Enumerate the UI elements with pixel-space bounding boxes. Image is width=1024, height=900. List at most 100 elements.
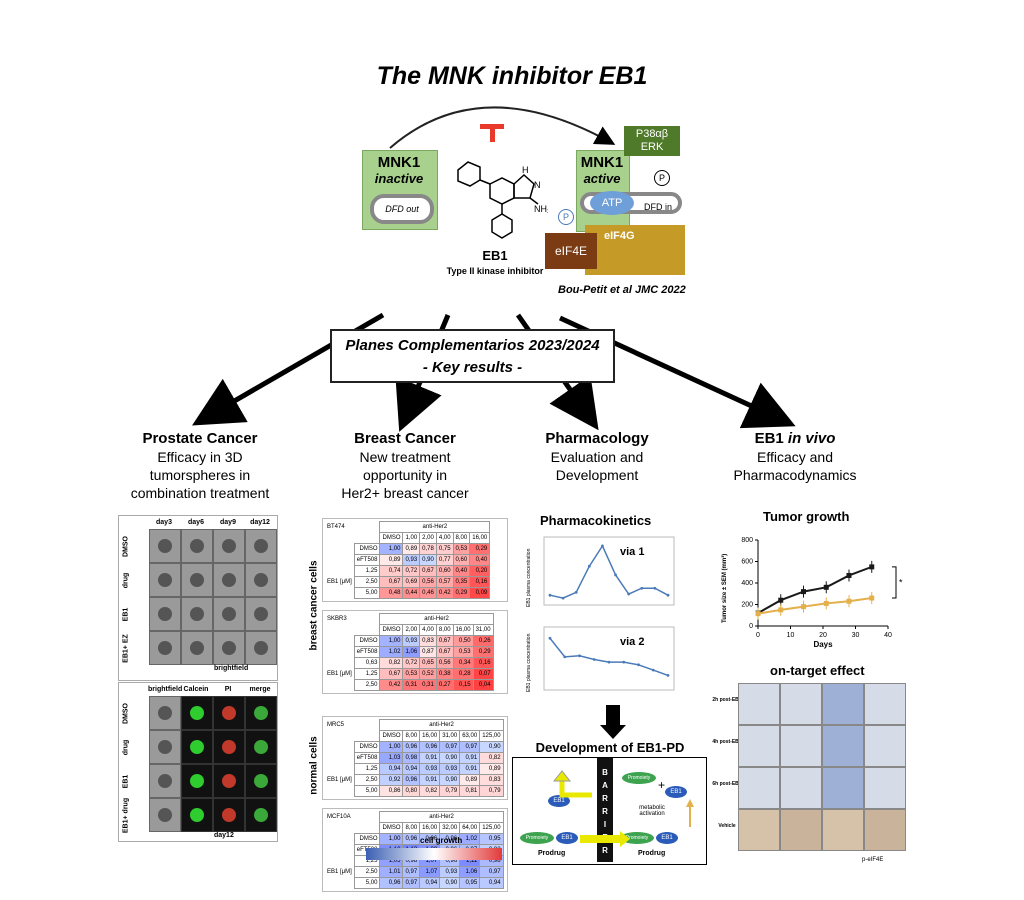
col-header: 8,00 bbox=[452, 532, 471, 544]
sig-bracket bbox=[892, 566, 897, 599]
tg-title: Tumor growth bbox=[763, 509, 850, 524]
barrier-letter: R bbox=[602, 846, 608, 855]
heatmap-cell: 0,91 bbox=[459, 752, 481, 764]
heatmap-cell: 0,81 bbox=[459, 785, 481, 797]
heatmap-cell: 0,93 bbox=[419, 763, 441, 775]
micrograph-cell bbox=[245, 597, 277, 631]
heatmap-cell: 0,90 bbox=[439, 752, 461, 764]
cell-growth-label: cell growth bbox=[420, 836, 463, 845]
ylabel bbox=[325, 856, 354, 867]
heatmap-cell: 0,78 bbox=[419, 543, 437, 555]
heatmap-cell: 0,67 bbox=[435, 635, 454, 647]
spheroid bbox=[158, 573, 172, 587]
row-label: 5,00 bbox=[353, 785, 381, 797]
row-label: DMSO bbox=[353, 741, 381, 753]
phospho-icon-top: P bbox=[654, 170, 670, 186]
micrograph-cell bbox=[213, 631, 245, 665]
pk-point bbox=[578, 654, 581, 658]
promoiety-left-oval: Promoiety bbox=[520, 832, 554, 844]
erk-label: ERK bbox=[640, 141, 664, 153]
heatmap-cell: 0,67 bbox=[419, 565, 437, 577]
micrograph-cell bbox=[149, 764, 181, 798]
col-header: 16,00 bbox=[419, 730, 441, 742]
pk-point bbox=[622, 660, 626, 664]
tg-point bbox=[755, 611, 761, 617]
spheroid bbox=[158, 774, 172, 788]
dfd-out-label: DFD out bbox=[370, 194, 434, 224]
heatmap-cell: 1,06 bbox=[402, 646, 421, 658]
heatmap-cell: 0,29 bbox=[472, 646, 494, 658]
micrograph-cell bbox=[213, 563, 245, 597]
planes-title: Planes Complementarios 2023/2024 bbox=[345, 337, 600, 354]
micrograph-cell bbox=[245, 764, 277, 798]
citation: Bou-Petit et al JMC 2022 bbox=[558, 284, 686, 296]
heatmap-cell: 0,89 bbox=[479, 763, 504, 775]
heatmap-cell: 0,93 bbox=[439, 763, 461, 775]
page-title: The MNK inhibitor EB1 bbox=[376, 62, 648, 90]
spheroid bbox=[222, 539, 236, 553]
micrograph-cell bbox=[181, 696, 213, 730]
col-header: 31,00 bbox=[472, 624, 494, 636]
col-header: 16,00 bbox=[452, 624, 474, 636]
eb1-prodrug-left-oval: EB1 bbox=[556, 832, 578, 844]
breast-cancer-cells-label: breast cancer cells bbox=[308, 560, 320, 651]
spheroid bbox=[190, 706, 204, 720]
heatmap-cell: 0,04 bbox=[472, 679, 494, 691]
anti-her2-label: anti-Her2 bbox=[379, 521, 491, 533]
heatmap-cell: 0,07 bbox=[472, 668, 494, 680]
pk-frame bbox=[543, 536, 675, 606]
heatmap-cell: 0,95 bbox=[459, 877, 481, 889]
col-header: 63,00 bbox=[459, 730, 481, 742]
ote-title: on-target effect bbox=[770, 663, 865, 678]
heatmap-cell: 0,91 bbox=[419, 752, 441, 764]
heatmap-cell: 0,97 bbox=[402, 866, 421, 878]
heatmap-cell: 1,00 bbox=[379, 741, 404, 753]
ylabel: EB1 [μM] bbox=[327, 671, 352, 677]
heatmap-cell: 0,60 bbox=[452, 554, 471, 566]
spheroid bbox=[254, 706, 268, 720]
pk-point bbox=[666, 674, 670, 677]
heatmap-cell: 0,67 bbox=[379, 668, 404, 680]
col-header: 64,00 bbox=[459, 822, 481, 834]
grid-col-label: day3 bbox=[156, 519, 172, 526]
spheroid bbox=[190, 641, 204, 655]
grid-col-label: day12 bbox=[250, 519, 270, 526]
ihc-cell bbox=[864, 683, 906, 725]
micrograph-cell bbox=[149, 730, 181, 764]
col-header: DMSO bbox=[379, 822, 404, 834]
heatmap-cell: 1,00 bbox=[379, 543, 404, 555]
col-header: 125,00 bbox=[479, 822, 504, 834]
heatmap-cell: 0,31 bbox=[402, 679, 421, 691]
pk-point bbox=[548, 636, 552, 640]
dev-title: Development of EB1-PD bbox=[535, 740, 685, 755]
heatmap-cell: 0,28 bbox=[452, 668, 474, 680]
y-tick-label: 0 bbox=[749, 623, 753, 630]
micrograph-cell bbox=[213, 696, 245, 730]
ihc-row-label: 4h post-EB1 bbox=[712, 739, 742, 745]
svg-text:+: + bbox=[658, 778, 665, 792]
y-tick-label: 800 bbox=[741, 537, 753, 544]
heatmap-cell: 0,72 bbox=[402, 657, 421, 669]
micrograph-cell bbox=[213, 730, 245, 764]
heatmap-cell: 0,89 bbox=[402, 543, 421, 555]
inhibit-stem-icon bbox=[490, 124, 495, 142]
row-label: 5,00 bbox=[353, 587, 381, 599]
micrograph-cell bbox=[245, 730, 277, 764]
nh-label: H bbox=[522, 165, 529, 175]
micrograph-cell bbox=[181, 597, 213, 631]
compound-name: EB1 bbox=[482, 248, 508, 263]
heatmap-cell: 0,38 bbox=[435, 668, 454, 680]
heatmap-cell: 0,92 bbox=[379, 774, 404, 786]
ylabel bbox=[325, 636, 354, 647]
heatmap-cell: 0,89 bbox=[459, 774, 481, 786]
heatmap-cell: 0,67 bbox=[435, 646, 454, 658]
col-header: 125,00 bbox=[479, 730, 504, 742]
